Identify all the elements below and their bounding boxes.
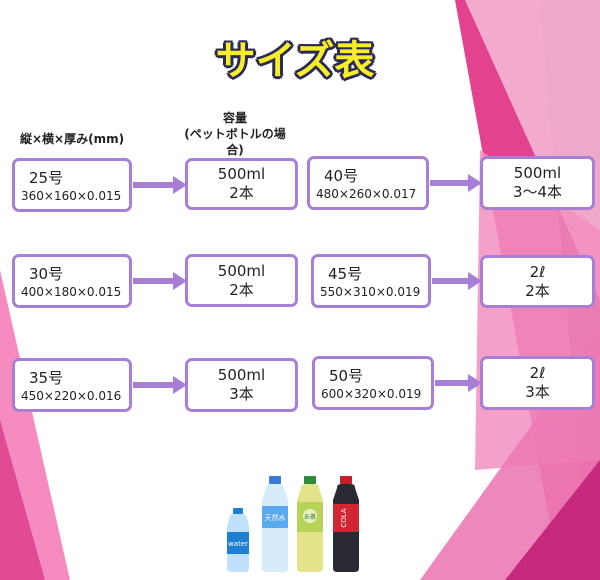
dimensions-header: 縦×横×厚み(mm): [20, 132, 125, 146]
capacity-box-25: 500ml 2本: [185, 158, 298, 210]
water-bottle-icon: water: [227, 508, 249, 572]
capacity-box-45: 2ℓ 2本: [480, 255, 595, 308]
size-label: 45号: [328, 265, 363, 283]
size-label: 40号: [324, 167, 359, 185]
capacity-header-note: (ペットボトルの場合): [184, 127, 286, 157]
spec-box-40: 40号 480×260×0.017: [307, 156, 429, 210]
capacity-box-40: 500ml 3～4本: [480, 156, 595, 210]
spec-box-50: 50号 600×320×0.019: [312, 356, 434, 410]
arrow-icon: [133, 272, 187, 290]
spec-box-25: 25号 360×160×0.015: [12, 158, 132, 212]
capacity-volume: 2ℓ: [529, 364, 546, 382]
spec-box-30: 30号 400×180×0.015: [12, 254, 132, 308]
capacity-box-35: 500ml 3本: [185, 358, 298, 412]
bottle-label: water: [228, 540, 248, 548]
arrow-icon: [133, 376, 187, 394]
bottles-illustration: water 天然水 お茶 COLA: [227, 476, 359, 572]
capacity-box-30: 500ml 2本: [185, 254, 298, 307]
spec-box-45: 45号 550×310×0.019: [311, 254, 431, 308]
arrow-icon: [432, 272, 482, 290]
spec-box-35: 35号 450×220×0.016: [12, 358, 132, 412]
capacity-header: 容量 (ペットボトルの場合): [180, 110, 290, 158]
arrow-icon: [430, 174, 482, 192]
capacity-volume: 500ml: [513, 164, 562, 182]
size-label: 25号: [29, 169, 64, 187]
capacity-count: 2本: [229, 280, 254, 299]
cola-bottle-icon: COLA: [333, 476, 359, 572]
capacity-count: 2本: [525, 281, 550, 300]
capacity-volume: 2ℓ: [529, 262, 546, 281]
capacity-box-50: 2ℓ 3本: [480, 356, 595, 410]
size-label: 30号: [29, 265, 64, 283]
capacity-count: 3本: [229, 385, 254, 403]
capacity-volume: 500ml: [217, 165, 266, 183]
capacity-count: 3本: [525, 383, 550, 401]
capacity-count: 3～4本: [512, 183, 563, 201]
capacity-header-title: 容量: [222, 111, 247, 125]
size-dimensions: 550×310×0.019: [320, 285, 421, 299]
bottle-label: お茶: [304, 513, 316, 521]
size-label: 50号: [329, 367, 364, 385]
mineral-water-bottle-icon: 天然水: [262, 476, 288, 572]
page-title: サイズ表: [215, 38, 375, 84]
size-dimensions: 400×180×0.015: [21, 285, 122, 299]
size-dimensions: 360×160×0.015: [21, 189, 122, 203]
arrow-icon: [435, 374, 482, 392]
size-dimensions: 450×220×0.016: [21, 389, 122, 403]
size-label: 35号: [29, 369, 64, 387]
size-dimensions: 480×260×0.017: [316, 187, 417, 201]
bottle-label: COLA: [340, 508, 348, 527]
capacity-count: 2本: [229, 184, 254, 202]
capacity-volume: 500ml: [217, 261, 266, 280]
arrow-icon: [133, 176, 187, 194]
size-dimensions: 600×320×0.019: [321, 387, 422, 401]
bottle-label: 天然水: [265, 513, 286, 522]
capacity-volume: 500ml: [217, 366, 266, 384]
tea-bottle-icon: お茶: [297, 476, 323, 572]
